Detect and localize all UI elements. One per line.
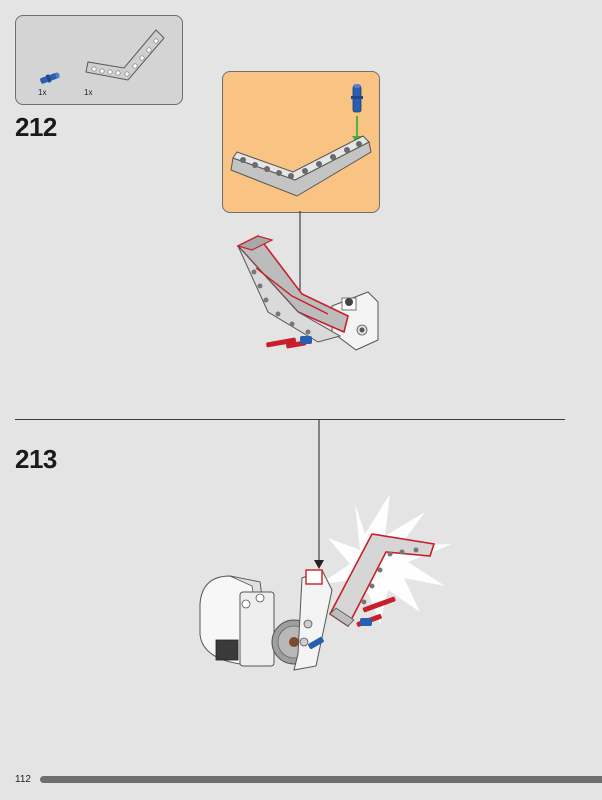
step-212-model-illustration [236, 234, 379, 351]
bent-beam-icon [85, 29, 165, 81]
part-quantity-pin: 1x [38, 88, 47, 97]
red-axle-pins [308, 596, 396, 650]
highlighted-bent-beam [328, 533, 436, 628]
blue-pin-icon [351, 84, 363, 113]
bent-beam-icon [230, 135, 372, 197]
page-progress-bar [40, 776, 602, 783]
red-axle-pins [266, 336, 312, 349]
parts-list-box: 1x 1x [15, 15, 183, 105]
page-number: 112 [15, 774, 31, 785]
step-213-model-illustration [199, 494, 452, 671]
highlighted-bent-beam [236, 234, 349, 343]
step-number: 212 [15, 112, 57, 142]
part-quantity-beam: 1x [84, 88, 93, 97]
step-divider [15, 419, 565, 420]
white-liftarm [293, 569, 333, 671]
blue-axle-pin-icon [40, 72, 60, 84]
sub-assembly-callout [222, 71, 380, 213]
motor-housing [199, 575, 275, 667]
white-connector-block [331, 291, 379, 351]
step-number: 213 [15, 444, 57, 474]
callout-assembly-illustration [230, 84, 372, 197]
